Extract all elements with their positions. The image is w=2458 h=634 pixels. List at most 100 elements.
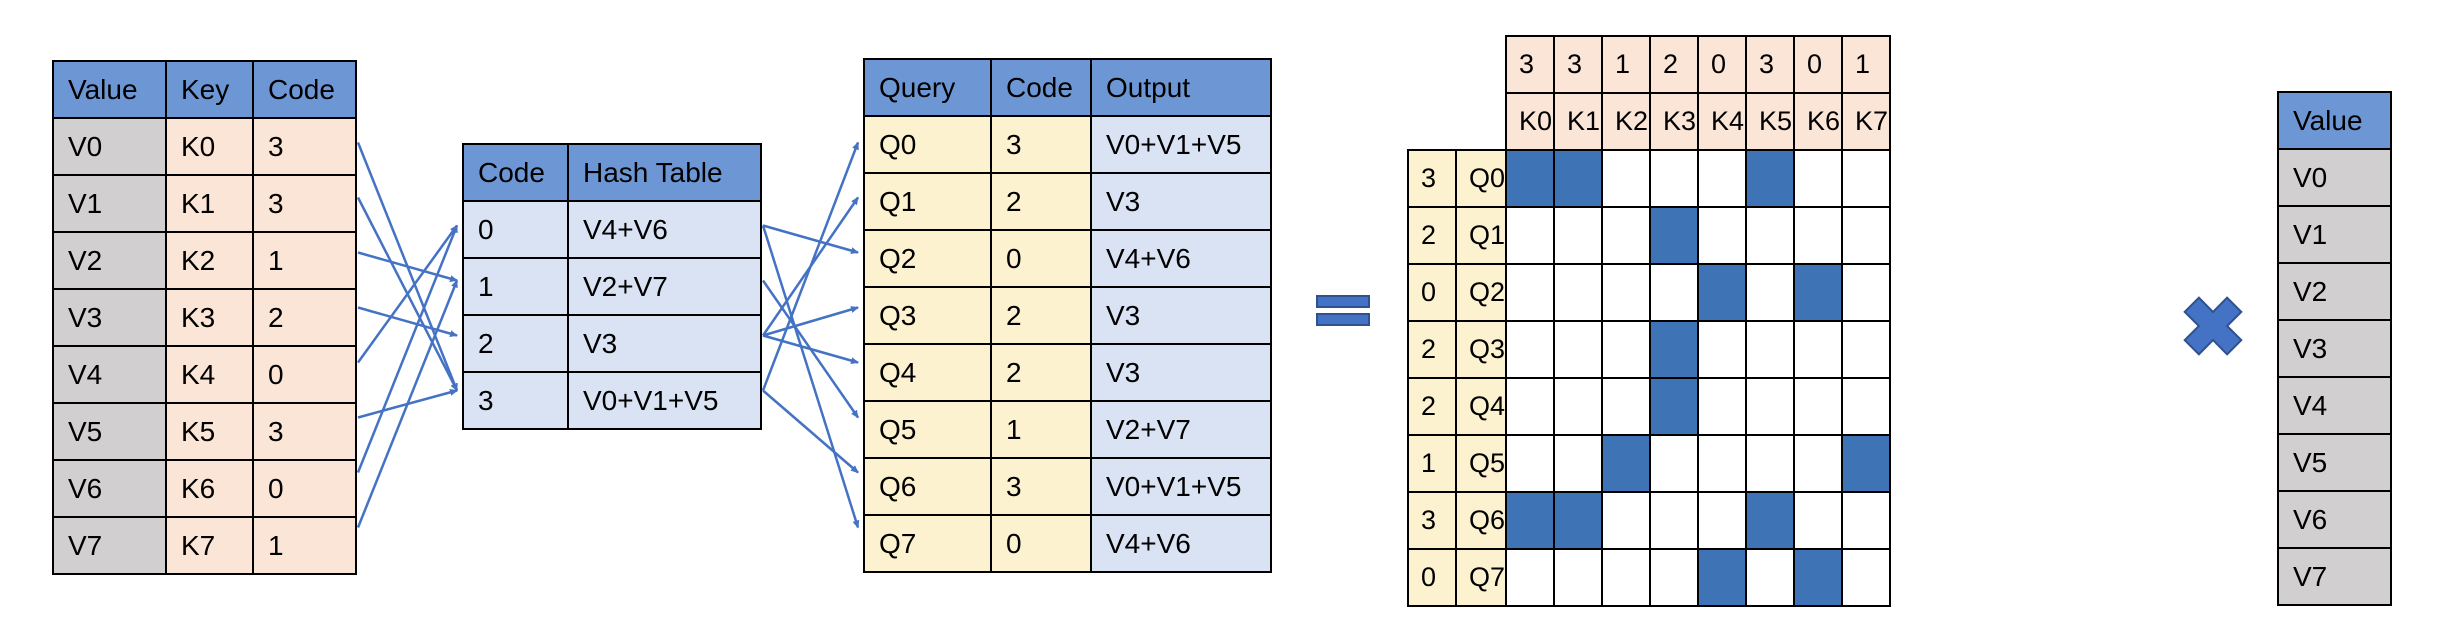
arrow-line [356,142,459,392]
hash-code-cell: 3 [462,371,569,430]
matrix-cell-empty [1697,434,1748,493]
matrix-key-code-cell: 0 [1793,35,1844,94]
header-cell: Output [1090,58,1272,117]
matrix-cell-empty [1505,206,1556,265]
value-cell: V6 [2277,490,2392,549]
arrow-line [761,141,860,391]
matrix-query-code-cell: 3 [1407,149,1457,208]
header-cell: Code [462,143,569,202]
matrix-cell-empty [1601,548,1652,607]
query-cell: Q7 [863,514,992,573]
code-cell: 0 [252,459,357,518]
value-cell: V4 [2277,376,2392,435]
header-cell: Value [52,60,167,119]
matrix-cell-filled [1793,263,1844,322]
matrix-corner-cell [1408,36,1456,93]
matrix-cell-empty [1697,491,1748,550]
multiply-cross-shape [2183,296,2243,356]
key-cell: K1 [165,174,254,233]
query-code-cell: 2 [990,172,1092,231]
query-code-cell: 3 [990,115,1092,174]
matrix-key-label-cell: K7 [1841,92,1892,151]
matrix-cell-filled [1553,491,1604,550]
key-cell: K5 [165,402,254,461]
value-cell: V7 [2277,547,2392,606]
code-cell: 3 [252,117,357,176]
value-cell: V6 [52,459,167,518]
matrix-cell-empty [1745,377,1796,436]
matrix-cell-empty [1505,434,1556,493]
matrix-cell-empty [1745,548,1796,607]
matrix-cell-filled [1697,263,1748,322]
code-cell: 1 [252,516,357,575]
output-cell: V3 [1090,343,1272,402]
matrix-cell-empty [1841,206,1892,265]
matrix-key-code-cell: 3 [1745,35,1796,94]
matrix-cell-empty [1841,320,1892,379]
matrix-key-code-cell: 3 [1505,35,1556,94]
output-cell: V3 [1090,172,1272,231]
arrow-line [357,306,458,337]
matrix-query-label-cell: Q4 [1454,377,1508,436]
hash-code-cell: 0 [462,200,569,259]
query-code-cell: 2 [990,286,1092,345]
matrix-cell-empty [1649,491,1700,550]
matrix-query-code-cell: 0 [1407,548,1457,607]
matrix-corner-cell [1456,93,1507,150]
query-cell: Q1 [863,172,992,231]
output-cell: V2+V7 [1090,400,1272,459]
hash-bucket-cell: V4+V6 [567,200,762,259]
matrix-key-code-cell: 2 [1649,35,1700,94]
arrow-line [761,196,860,337]
value-cell: V1 [2277,205,2392,264]
value-cell: V7 [52,516,167,575]
matrix-key-label-cell: K1 [1553,92,1604,151]
value-cell: V0 [52,117,167,176]
matrix-key-code-cell: 1 [1841,35,1892,94]
arrow-line [762,334,859,364]
matrix-cell-empty [1793,491,1844,550]
matrix-key-label-cell: K5 [1745,92,1796,151]
matrix-cell-empty [1553,263,1604,322]
matrix-cell-empty [1553,434,1604,493]
arrow-line [356,224,459,364]
matrix-corner-cell [1408,93,1456,150]
arrow-line [762,389,859,474]
value-cell: V0 [2277,148,2392,207]
matrix-cell-filled [1553,149,1604,208]
matrix-cell-empty [1697,377,1748,436]
matrix-cell-empty [1697,149,1748,208]
matrix-cell-empty [1505,320,1556,379]
matrix-key-label-cell: K3 [1649,92,1700,151]
matrix-key-label-cell: K6 [1793,92,1844,151]
matrix-cell-filled [1601,434,1652,493]
query-cell: Q2 [863,229,992,288]
matrix-cell-empty [1841,491,1892,550]
query-cell: Q6 [863,457,992,516]
code-cell: 3 [252,402,357,461]
output-cell: V4+V6 [1090,514,1272,573]
matrix-key-label-cell: K0 [1505,92,1556,151]
matrix-cell-empty [1601,206,1652,265]
query-code-cell: 0 [990,229,1092,288]
output-cell: V0+V1+V5 [1090,457,1272,516]
header-cell: Key [165,60,254,119]
matrix-cell-empty [1601,149,1652,208]
matrix-cell-empty [1505,263,1556,322]
value-cell: V5 [2277,433,2392,492]
hash-bucket-cell: V3 [567,314,762,373]
matrix-cell-empty [1841,149,1892,208]
value-cell: V4 [52,345,167,404]
matrix-cell-empty [1745,320,1796,379]
matrix-cell-filled [1505,491,1556,550]
matrix-cell-filled [1745,491,1796,550]
matrix-query-label-cell: Q6 [1454,491,1508,550]
hash-bucket-cell: V2+V7 [567,257,762,316]
matrix-cell-empty [1745,263,1796,322]
matrix-cell-empty [1697,320,1748,379]
value-cell: V2 [2277,262,2392,321]
